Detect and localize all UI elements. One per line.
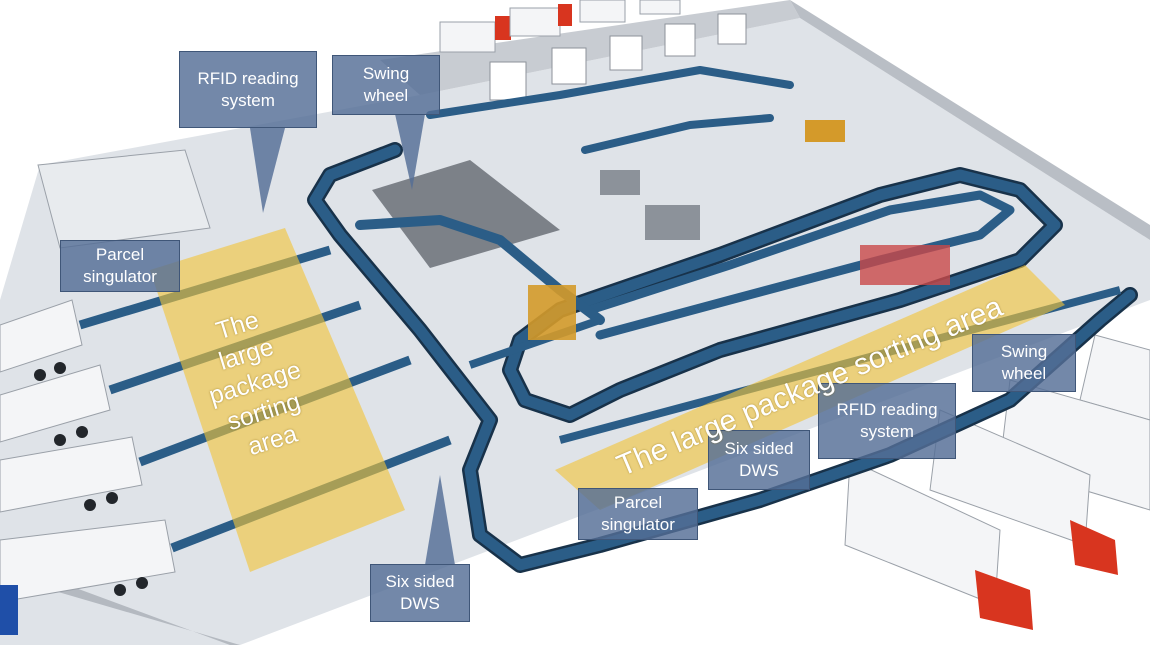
- truck-right-2: [999, 379, 1150, 511]
- truck-left-1: [0, 299, 83, 373]
- truck-top-1: [439, 21, 496, 53]
- wheel: [54, 362, 66, 374]
- callout-six-sided-dws-bottom: Six sided DWS: [370, 564, 470, 622]
- wheel: [84, 499, 96, 511]
- truck-left-3: [0, 436, 143, 513]
- equipment: [528, 120, 950, 340]
- callout-rfid-reading-top: RFID reading system: [179, 51, 317, 128]
- machine-block-2: [645, 205, 700, 240]
- truck-left-2: [0, 364, 111, 443]
- callout-parcel-singulator-right: Parcel singulator: [578, 488, 698, 540]
- outfeed-line-1: [468, 316, 602, 369]
- dock-door-2: [551, 47, 587, 85]
- truck-right-3-cab: [1070, 520, 1118, 575]
- inner-sorter-line: [585, 190, 1015, 340]
- main-conveyor-loop-belt: [309, 144, 1136, 571]
- truck-top-4: [639, 0, 681, 15]
- machine-block-1: [600, 170, 640, 195]
- callout-rfid-reading-right: RFID reading system: [818, 383, 956, 459]
- truck-right-4-cab: [975, 570, 1033, 630]
- wheel: [34, 369, 46, 381]
- conveyor-system: [307, 66, 1138, 573]
- wheel: [54, 434, 66, 446]
- truck-top-2: [509, 7, 561, 37]
- stairs-platform: [528, 285, 576, 340]
- truck-right-1: [1079, 334, 1150, 421]
- right-sorting-area-highlight: [555, 265, 1065, 510]
- wheel: [106, 492, 118, 504]
- dock-door-1: [489, 61, 527, 101]
- truck-left-4-cab: [0, 585, 18, 635]
- wheel: [114, 584, 126, 596]
- wheel: [76, 426, 88, 438]
- right-wall: [790, 0, 1150, 240]
- dock-door-5: [717, 13, 747, 45]
- dock-door-4: [664, 23, 696, 57]
- dark-floor-zone: [372, 160, 560, 268]
- truck-top-2-cab: [558, 4, 572, 26]
- pointer-dws-bottom: [425, 475, 455, 565]
- mid-feed-line: [581, 114, 774, 154]
- callout-swing-wheel-right: Swing wheel: [972, 334, 1076, 392]
- truck-row-top: [439, 0, 681, 53]
- truck-row-right: [844, 334, 1150, 630]
- wheel: [136, 577, 148, 589]
- back-feed-line: [426, 66, 794, 119]
- truck-top-3: [579, 0, 626, 23]
- left-sorting-area-highlight: [150, 228, 405, 572]
- office-room: [37, 149, 211, 249]
- dock-doors: [489, 13, 747, 101]
- callout-parcel-singulator-left: Parcel singulator: [60, 240, 180, 292]
- truck-row-left: [0, 299, 176, 635]
- callout-pointers: [250, 114, 455, 565]
- callout-swing-wheel-top: Swing wheel: [332, 55, 440, 115]
- pointer-rfid-top: [250, 128, 285, 213]
- sorter-loop-belt: [504, 169, 1061, 421]
- pointer-swing-top: [395, 114, 425, 190]
- sort-station-1: [860, 245, 950, 285]
- truck-top-1-cab: [495, 16, 511, 40]
- truck-left-4: [0, 519, 176, 603]
- callout-six-sided-dws-right: Six sided DWS: [708, 430, 810, 490]
- pallet-stack: [805, 120, 845, 142]
- dock-door-3: [609, 35, 643, 71]
